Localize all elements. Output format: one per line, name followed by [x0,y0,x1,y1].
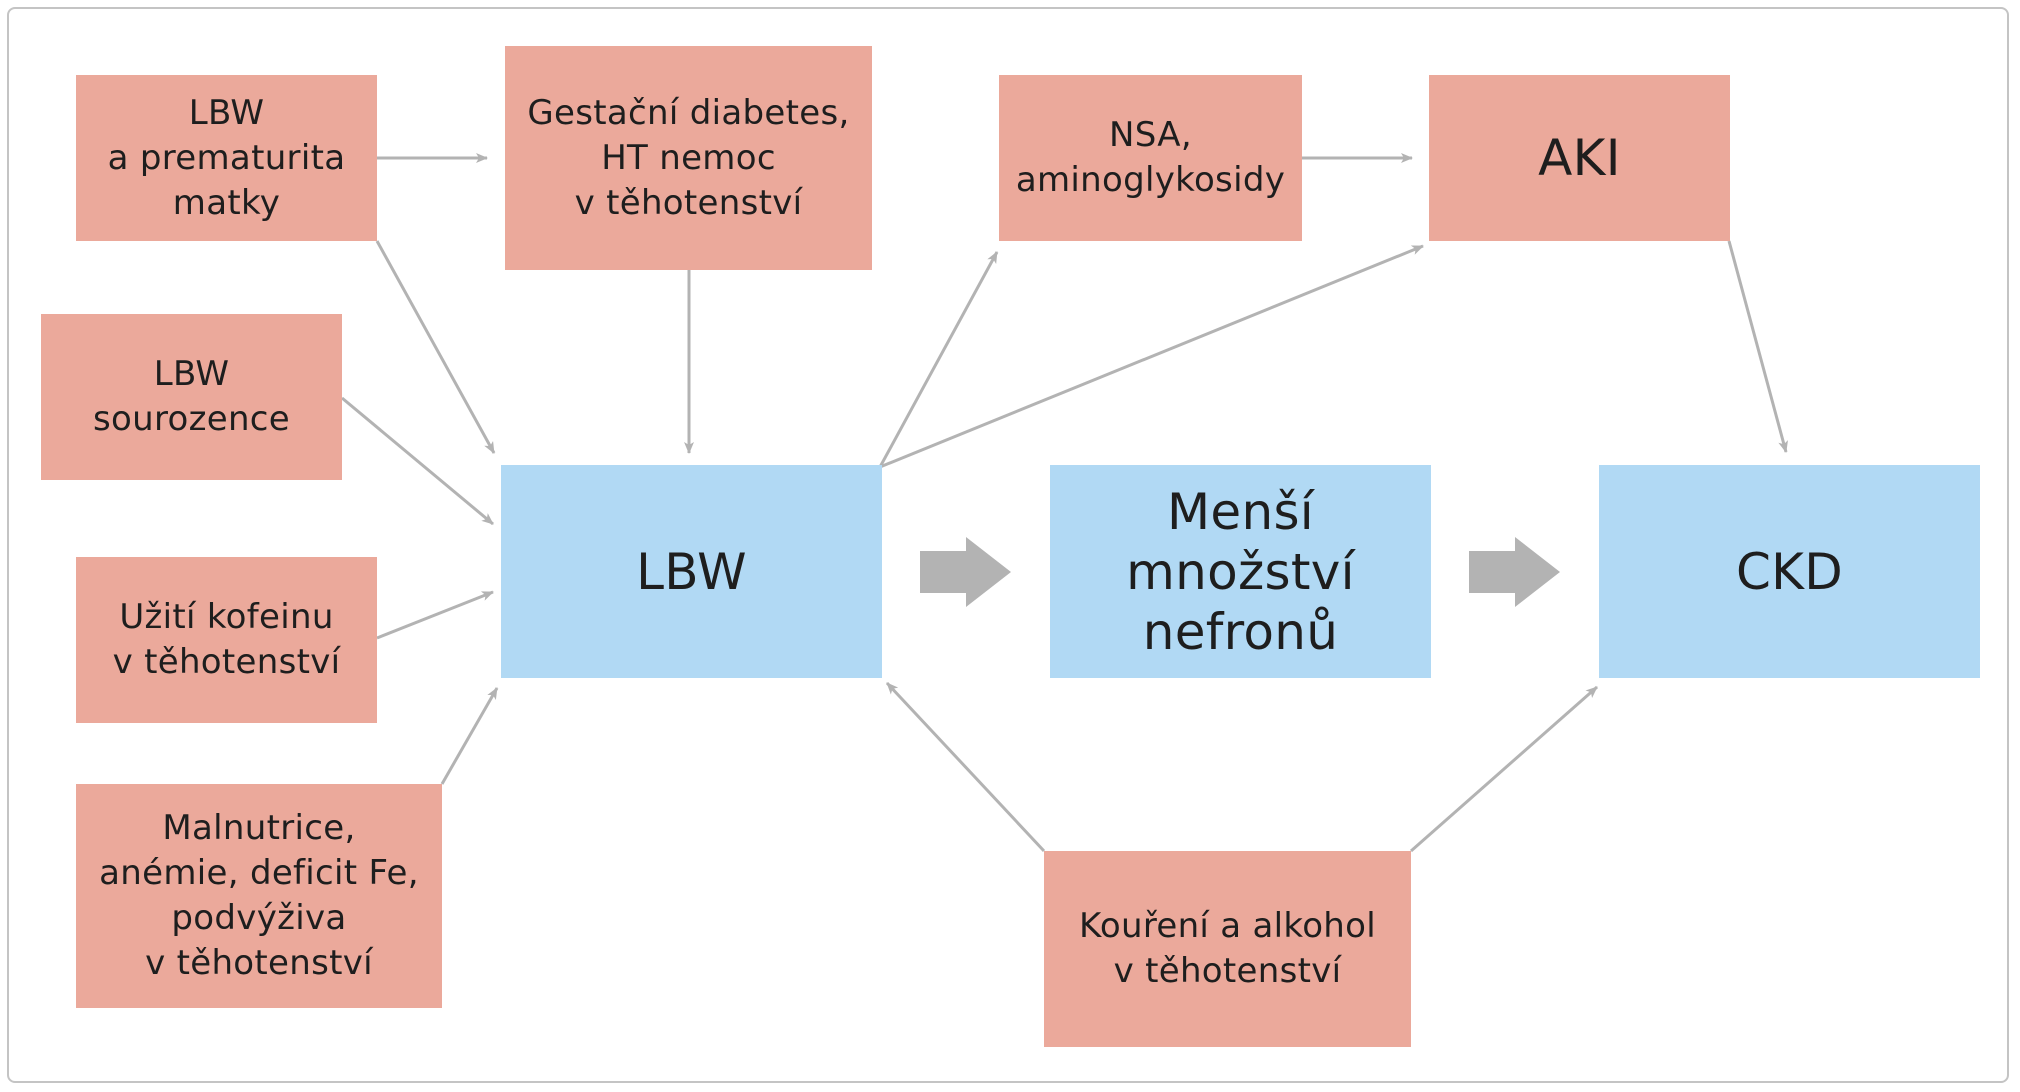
box-smoking-alcohol-label: Kouření a alkohol v těhotenství [1078,906,1376,991]
box-ckd: CKD [1599,465,1980,678]
arrow-malnutrition-to-lbw [440,687,499,785]
block-arrow-nephrons-to-ckd [1469,537,1560,607]
box-lbw-sibling: LBW sourozence [41,314,342,480]
block-arrow-lbw-to-nephrons [920,537,1011,607]
box-caffeine-label: Užití kofeinu v těhotenství [112,597,341,682]
box-lbw-maternal: LBW a prematurita matky [76,75,377,241]
arrow-lbw-maternal-to-lbw [375,240,496,454]
box-nsa-label: NSA, aminoglykosidy [1015,115,1286,200]
arrow-aki-to-ckd [1727,240,1788,453]
box-smoking-alcohol: Kouření a alkohol v těhotenství [1044,851,1411,1047]
arrow-smoking-to-lbw [885,681,1046,853]
box-aki-label: AKI [1538,128,1621,187]
box-gestational-diabetes-label: Gestační diabetes, HT nemoc v těhotenstv… [527,92,850,223]
box-gestational-diabetes: Gestační diabetes, HT nemoc v těhotenstv… [505,46,872,270]
box-fewer-nephrons-label: Menší množství nefronů [1126,482,1355,661]
arrow-lbw-to-aki [879,244,1424,469]
box-nsa: NSA, aminoglykosidy [999,75,1302,241]
box-malnutrition: Malnutrice, anémie, deficit Fe, podvýživ… [76,784,442,1008]
box-aki: AKI [1429,75,1730,241]
box-caffeine: Užití kofeinu v těhotenství [76,557,377,723]
box-lbw-maternal-label: LBW a prematurita matky [107,92,346,223]
box-lbw-sibling-label: LBW sourozence [92,354,291,439]
box-lbw: LBW [501,465,882,678]
box-lbw-label: LBW [636,542,747,601]
arrow-lbw-to-nsa [878,251,999,468]
box-fewer-nephrons: Menší množství nefronů [1050,465,1431,678]
arrow-smoking-to-ckd [1410,685,1598,853]
box-ckd-label: CKD [1735,542,1844,601]
box-malnutrition-label: Malnutrice, anémie, deficit Fe, podvýživ… [99,808,419,983]
arrow-lbw-sibling-to-lbw [341,396,494,526]
arrow-caffeine-to-lbw [376,590,494,640]
